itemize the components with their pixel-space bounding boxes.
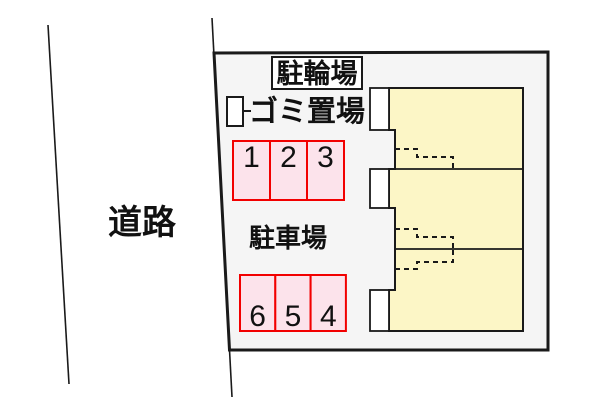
parking-row-top: 1 2 3: [232, 140, 345, 201]
entrance-porch-1: [369, 87, 390, 131]
parking-space-2: [269, 140, 308, 201]
garbage-area-label: ゴミ置場: [249, 94, 365, 128]
bicycle-parking-sign-box: [271, 56, 363, 90]
parking-space-4: [309, 274, 347, 332]
entrance-porch-3: [369, 289, 390, 332]
parking-space-1: [232, 140, 271, 201]
parking-space-5: [274, 274, 312, 332]
entry-step-dashed-unit-1: [395, 148, 454, 169]
parking-row-bottom: 6 5 4: [239, 274, 347, 333]
parking-space-5-number: 5: [285, 300, 302, 333]
entry-step-dashed-unit-2: [395, 228, 454, 249]
parking-lot-label: 駐車場: [249, 223, 327, 253]
parking-space-2-number: 2: [280, 141, 297, 174]
entrance-porch-2: [369, 168, 390, 209]
building-footprint: [388, 87, 524, 332]
parking-space-6-number: 6: [249, 300, 266, 333]
parking-space-4-number: 4: [320, 300, 337, 333]
garbage-bin-icon: [226, 96, 244, 127]
parking-space-1-number: 1: [243, 141, 260, 174]
parking-space-3: [306, 140, 345, 201]
parking-space-6: [239, 274, 277, 332]
road-edge-line-left: [47, 24, 70, 385]
entry-step-dashed-unit-3: [395, 249, 454, 270]
road-label: 道路: [108, 204, 177, 242]
bicycle-parking-label: 駐輪場: [277, 58, 358, 89]
parking-space-3-number: 3: [317, 141, 334, 174]
